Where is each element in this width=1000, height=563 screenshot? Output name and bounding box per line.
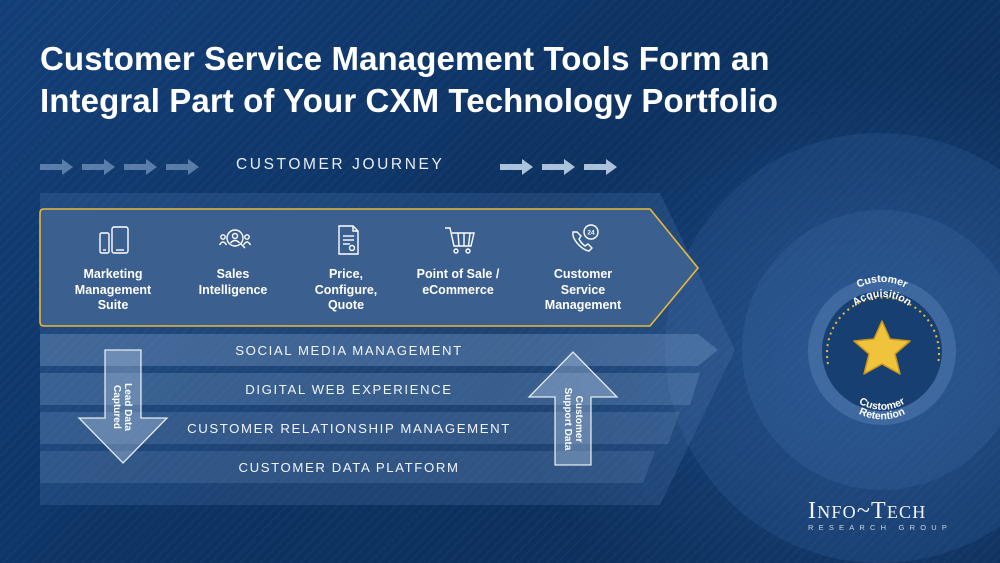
logo-part: I (808, 498, 818, 524)
journey-arrows-right (500, 159, 617, 175)
tool-sales-intelligence: Sales Intelligence (168, 209, 298, 326)
cycle-top-line1: Customer (855, 273, 910, 291)
layer-social-media-management: SOCIAL MEDIA MANAGEMENT (235, 343, 463, 358)
shopping-cart-icon (445, 227, 475, 254)
layer-customer-data-platform: CUSTOMER DATA PLATFORM (238, 460, 460, 475)
tool-label-line: Configure, (314, 282, 378, 297)
logo-wordmark: INFO~TECH (808, 498, 968, 525)
svg-text:Retention: Retention (857, 405, 906, 422)
layer-customer-relationship-management: CUSTOMER RELATIONSHIP MANAGEMENT (187, 421, 511, 436)
tool-label-line: Service (560, 282, 606, 297)
document-icon (338, 225, 359, 255)
tool-label-line: Sales (216, 267, 250, 281)
journey-arrows-left (40, 159, 199, 175)
tool-label-line: Quote (327, 298, 365, 312)
page-title: Customer Service Management Tools Form a… (40, 38, 970, 122)
tool-label-line: Marketing (83, 267, 143, 281)
tool-label-line: Suite (97, 298, 129, 312)
tool-label-line: Price, (328, 267, 364, 281)
tool-label-line: Management (74, 282, 152, 297)
people-search-icon (218, 229, 252, 249)
tool-label-line: eCommerce (422, 282, 494, 297)
svg-text:24: 24 (587, 230, 595, 237)
layer-digital-web-experience: DIGITAL WEB EXPERIENCE (245, 382, 453, 397)
tools-panel: Marketing Management Suite Sales Intelli… (40, 209, 700, 326)
svg-text:Acquisition: Acquisition (850, 288, 913, 309)
logo-part: ECH (886, 502, 927, 522)
cycle-top-line2: Acquisition (850, 288, 913, 309)
logo-part: ~T (856, 498, 887, 524)
tool-price-configure-quote: Price, Configure, Quote (281, 209, 411, 326)
cycle-bottom-line2: Retention (857, 405, 906, 422)
devices-icon (99, 226, 129, 254)
title-line-1: Customer Service Management Tools Form a… (40, 40, 770, 77)
tool-label-line: Intelligence (198, 282, 268, 297)
tool-label-line: Point of Sale / (416, 267, 500, 281)
tool-label-line: Management (544, 298, 622, 312)
cycle-bottom-line1: Customer (857, 395, 907, 413)
tool-customer-service-management: 24 Customer Service Management (518, 209, 648, 326)
tool-label-line: Customer (553, 267, 613, 281)
logo-subtitle: RESEARCH GROUP (808, 523, 953, 532)
logo-part: NFO (817, 502, 857, 522)
customer-journey-label: CUSTOMER JOURNEY (236, 156, 445, 173)
phone-24-icon: 24 (572, 224, 599, 252)
info-tech-logo: INFO~TECH RESEARCH GROUP (808, 498, 968, 532)
title-line-2: Integral Part of Your CXM Technology Por… (40, 82, 778, 119)
svg-text:Customer: Customer (855, 273, 910, 291)
tool-point-of-sale-ecommerce: Point of Sale / eCommerce (393, 209, 523, 326)
star-icon (853, 320, 911, 375)
tool-marketing-management-suite: Marketing Management Suite (48, 209, 178, 326)
svg-text:Customer: Customer (857, 395, 907, 413)
